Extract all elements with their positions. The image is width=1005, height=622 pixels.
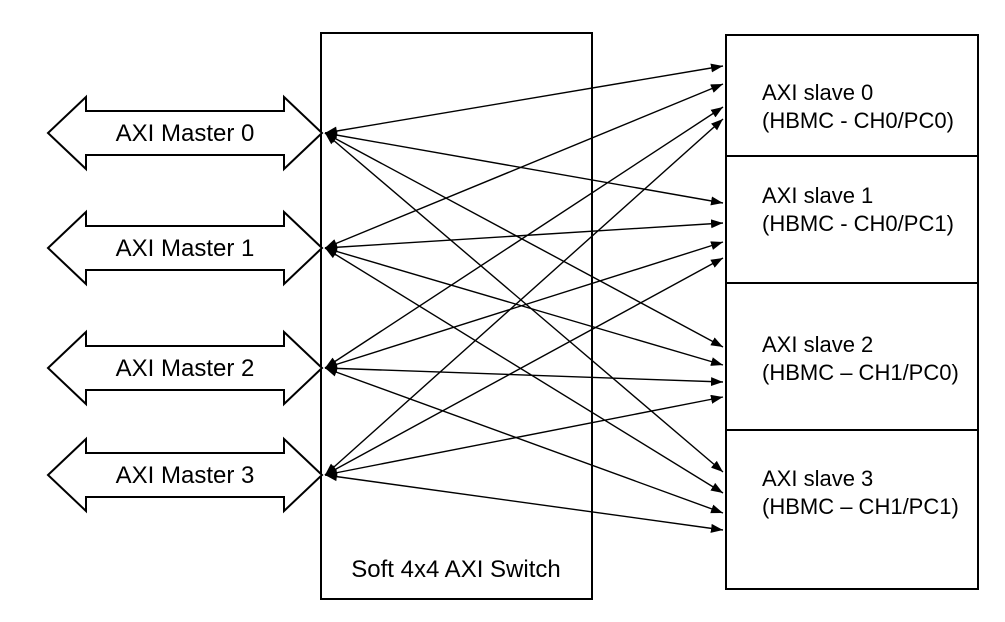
switch-box [320,32,593,600]
slave-2-detail: (HBMC – CH1/PC0) [762,360,959,385]
slave-2-cell: AXI slave 2 (HBMC – CH1/PC0) [762,332,959,385]
double-arrow-shape [46,94,324,172]
slave-3-cell: AXI slave 3 (HBMC – CH1/PC1) [762,466,959,519]
master-0-arrow: AXI Master 0 [46,94,324,172]
switch-label: Soft 4x4 AXI Switch [351,556,560,583]
slave-3-name: AXI slave 3 [762,466,873,491]
master-3-label: AXI Master 3 [116,462,255,489]
slave-1-name: AXI slave 1 [762,183,873,208]
master-2-label: AXI Master 2 [116,355,255,382]
master-1-arrow: AXI Master 1 [46,209,324,287]
slaves-outer-box [725,34,979,590]
connection-line-master-3-to-slave-2 [324,394,724,478]
double-arrow-shape [46,329,324,407]
master-0-label: AXI Master 0 [116,120,255,147]
slave-1-detail: (HBMC - CH0/PC1) [762,211,954,236]
switch-block: Soft 4x4 AXI Switch [320,32,593,600]
master-block: AXI Master 0 AXI Master 1 AXI Master 2 A… [46,94,324,514]
slave-0-name: AXI slave 0 [762,80,873,105]
slave-block: AXI slave 0 (HBMC - CH0/PC0) AXI slave 1… [725,34,979,590]
master-1-label: AXI Master 1 [116,235,255,262]
double-arrow-shape [46,436,324,514]
slave-2-name: AXI slave 2 [762,332,873,357]
master-3-arrow: AXI Master 3 [46,436,324,514]
master-2-arrow: AXI Master 2 [46,329,324,407]
connection-lines [324,63,724,533]
slave-1-cell: AXI slave 1 (HBMC - CH0/PC1) [762,183,954,236]
slave-0-cell: AXI slave 0 (HBMC - CH0/PC0) [762,80,954,133]
connection-line-master-3-to-slave-3 [324,472,724,533]
slave-3-detail: (HBMC – CH1/PC1) [762,494,959,519]
double-arrow-shape [46,209,324,287]
slave-0-detail: (HBMC - CH0/PC0) [762,108,954,133]
